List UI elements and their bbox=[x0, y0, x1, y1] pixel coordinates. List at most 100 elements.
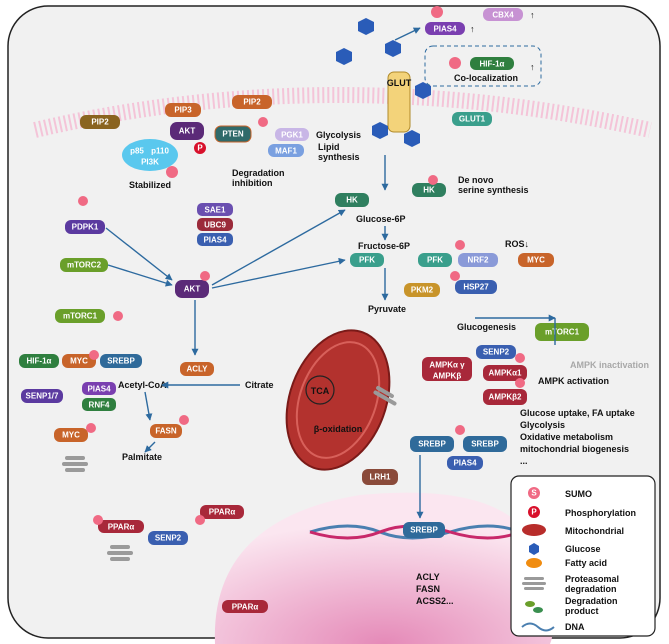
legend-dna-icon bbox=[521, 622, 555, 632]
glucose-molecules bbox=[336, 18, 431, 147]
glut-label: GLUT bbox=[387, 78, 412, 88]
ubc9-pill bbox=[197, 218, 233, 231]
pip3-label: PIP3 bbox=[174, 106, 192, 115]
sumo-icon bbox=[431, 6, 443, 18]
hsp27-pill bbox=[455, 280, 497, 294]
sumo-enzyme-stack: SAE1 UBC9 PIAS4 bbox=[197, 203, 233, 246]
nucleus-content: SREBP ACLY FASN ACSS2... bbox=[309, 522, 521, 606]
sumo-icon bbox=[449, 57, 461, 69]
pi3k-p85-label: p85 bbox=[130, 147, 144, 156]
top-right-panel: PIAS4 CBX4 ↑ ↑ HIF-1α Co-localization ↑ bbox=[424, 6, 542, 87]
srebp-mid-left-pill bbox=[410, 436, 454, 452]
legend: S SUMO P Phosphorylation Mitochondrial G… bbox=[510, 475, 656, 637]
gene-fasn: FASN bbox=[416, 584, 440, 594]
sumo-icon bbox=[166, 166, 178, 178]
senp2-left-label: SENP2 bbox=[155, 534, 182, 543]
hif1a-left-label: HIF-1α bbox=[27, 357, 52, 366]
pi3k-complex bbox=[122, 139, 178, 171]
mitochondrion: TCA β-oxidation bbox=[285, 329, 391, 471]
outcome-biogenesis: mitochondrial biogenesis bbox=[520, 444, 629, 454]
rnf4-label: RNF4 bbox=[89, 401, 110, 410]
ampka1-pill bbox=[483, 365, 527, 381]
legend-mito-icon bbox=[522, 524, 546, 536]
senp2-right-pill bbox=[476, 345, 516, 359]
lrh1-label: LRH1 bbox=[370, 473, 391, 482]
pkm2-label: PKM2 bbox=[411, 286, 434, 295]
srebp-left-label: SREBP bbox=[107, 357, 135, 366]
ampk-activation-label: AMPK activation bbox=[538, 376, 609, 386]
pdpk1-pill bbox=[65, 220, 105, 234]
hif1a-up-arrow: ↑ bbox=[530, 62, 535, 72]
left-pathway: PDPK1 mTORC2 AKT mTORC1 HIF-1α MYC SREBP… bbox=[19, 220, 274, 613]
srebp-nucleus-label: SREBP bbox=[410, 526, 438, 535]
legend-sumo-letter: S bbox=[531, 489, 537, 498]
pfk-left-label: PFK bbox=[359, 256, 375, 265]
fasn-pill bbox=[150, 424, 182, 438]
pias4-right-pill bbox=[447, 456, 483, 470]
glucose6p-label: Glucose-6P bbox=[356, 214, 406, 224]
pias4-right-label: PIAS4 bbox=[453, 459, 477, 468]
plasma-membrane bbox=[33, 87, 652, 138]
mtorc1-left-label: mTORC1 bbox=[63, 312, 98, 321]
hsp27-label: HSP27 bbox=[463, 283, 489, 292]
mtorc1-left-pill bbox=[55, 309, 105, 323]
pias4-top-pill bbox=[425, 22, 465, 35]
glut-transporter: GLUT bbox=[387, 71, 412, 133]
cbx4-up-arrow: ↑ bbox=[530, 10, 535, 20]
srebp-mid-right-label: SREBP bbox=[471, 440, 499, 449]
pfk-right-label: PFK bbox=[427, 256, 443, 265]
legend-box bbox=[510, 475, 656, 637]
legend-sumo-label: SUMO bbox=[565, 489, 592, 499]
pgk1-pill bbox=[275, 128, 309, 141]
membrane-signaling: PIP2 PIP3 PIP2 AKT P p85 p110 PI3K Stabi… bbox=[80, 95, 492, 190]
fasn-label: FASN bbox=[155, 427, 177, 436]
legend-degradation-icon bbox=[525, 601, 543, 613]
pias4-left-label: PIAS4 bbox=[87, 385, 111, 394]
citrate-label: Citrate bbox=[245, 380, 274, 390]
myc-bottom-left-label: MYC bbox=[62, 431, 80, 440]
ppara-nucleus-pill bbox=[222, 600, 268, 613]
proteasome-icons bbox=[62, 386, 397, 561]
ampkb2-label: AMPKβ2 bbox=[489, 393, 522, 402]
glut1-label: GLUT1 bbox=[459, 115, 486, 124]
hk-right-pill bbox=[412, 183, 446, 197]
legend-proteasome-icon bbox=[522, 577, 546, 590]
glucogenesis-label: Glucogenesis bbox=[457, 322, 516, 332]
hif1a-left-pill bbox=[19, 354, 59, 368]
pias4-up-arrow: ↑ bbox=[470, 24, 475, 34]
legend-glucose-label: Glucose bbox=[565, 544, 601, 554]
outcome-ellipsis: ... bbox=[520, 456, 528, 466]
pi3k-label: PI3K bbox=[141, 158, 159, 167]
legend-sumo-icon bbox=[528, 487, 540, 499]
ampkb-label: AMPKβ bbox=[433, 372, 462, 381]
pip2-right-label: PIP2 bbox=[243, 98, 261, 107]
mtorc1-right-pill bbox=[535, 323, 589, 341]
acly-label: ACLY bbox=[186, 365, 208, 374]
hk-right-label: HK bbox=[423, 186, 435, 195]
pfk-left-pill bbox=[350, 253, 384, 267]
legend-phospho-icon bbox=[528, 506, 540, 518]
pgk1-label: PGK1 bbox=[281, 131, 303, 140]
pias4-top-label: PIAS4 bbox=[433, 25, 457, 34]
pyruvate-label: Pyruvate bbox=[368, 304, 406, 314]
acly-pill bbox=[180, 362, 214, 376]
maf1-label: MAF1 bbox=[275, 147, 297, 156]
akt-membrane-label: AKT bbox=[179, 127, 196, 136]
senp17-label: SENP1/7 bbox=[26, 392, 59, 401]
outcome-uptake: Glucose uptake, FA uptake bbox=[520, 408, 635, 418]
myc-top-left-pill bbox=[62, 354, 96, 368]
srebp-nucleus-pill bbox=[403, 522, 445, 538]
legend-mito-label: Mitochondrial bbox=[565, 526, 624, 536]
myc-bottom-left-pill bbox=[54, 428, 88, 442]
sae1-label: SAE1 bbox=[205, 206, 226, 215]
mtorc1-right-label: mTORC1 bbox=[545, 328, 580, 337]
colocalization-box bbox=[424, 45, 542, 87]
pip2-left-pill bbox=[80, 115, 120, 129]
hk-left-pill bbox=[335, 193, 369, 207]
legend-phospho-label: Phosphorylation bbox=[565, 508, 636, 518]
stabilized-label: Stabilized bbox=[129, 180, 171, 190]
